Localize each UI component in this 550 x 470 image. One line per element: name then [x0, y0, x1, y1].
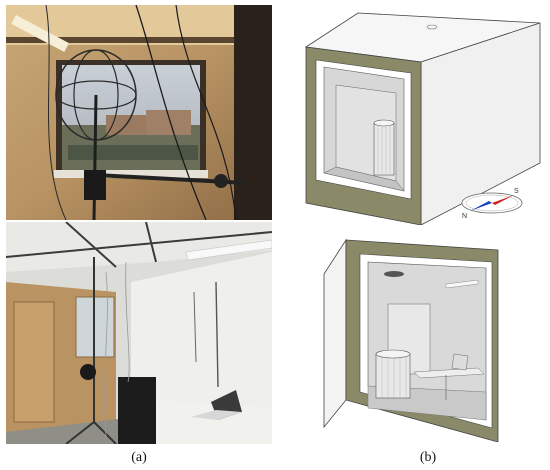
ceiling-light	[445, 279, 479, 289]
compass-north-label: N	[462, 213, 467, 220]
compass-south-label: S	[514, 188, 519, 195]
cylinder-object	[373, 122, 395, 176]
ceiling-vent	[384, 271, 404, 277]
compass-north-needle	[470, 201, 492, 211]
photo-room-interior-drawing	[6, 222, 272, 444]
box-left-face	[323, 238, 347, 429]
render-chamber-interior	[323, 238, 499, 442]
compass-icon: N S	[461, 188, 523, 220]
cylinder-object-b	[375, 353, 411, 399]
photo-room-window-drawing	[6, 5, 272, 220]
laptop-icon	[451, 353, 469, 371]
interior-floor	[323, 166, 405, 192]
photo-room-window	[6, 5, 272, 220]
cylinder-top	[373, 119, 395, 127]
panel-a-label: (a)	[131, 450, 147, 465]
panel-b-label: (b)	[419, 450, 437, 465]
cylinder-top-b	[375, 349, 411, 359]
photo-room-interior	[6, 222, 272, 444]
compass-south-needle	[492, 195, 514, 205]
top-vent	[426, 24, 438, 30]
table	[413, 367, 485, 379]
render-chamber-exterior: N S	[304, 12, 541, 225]
